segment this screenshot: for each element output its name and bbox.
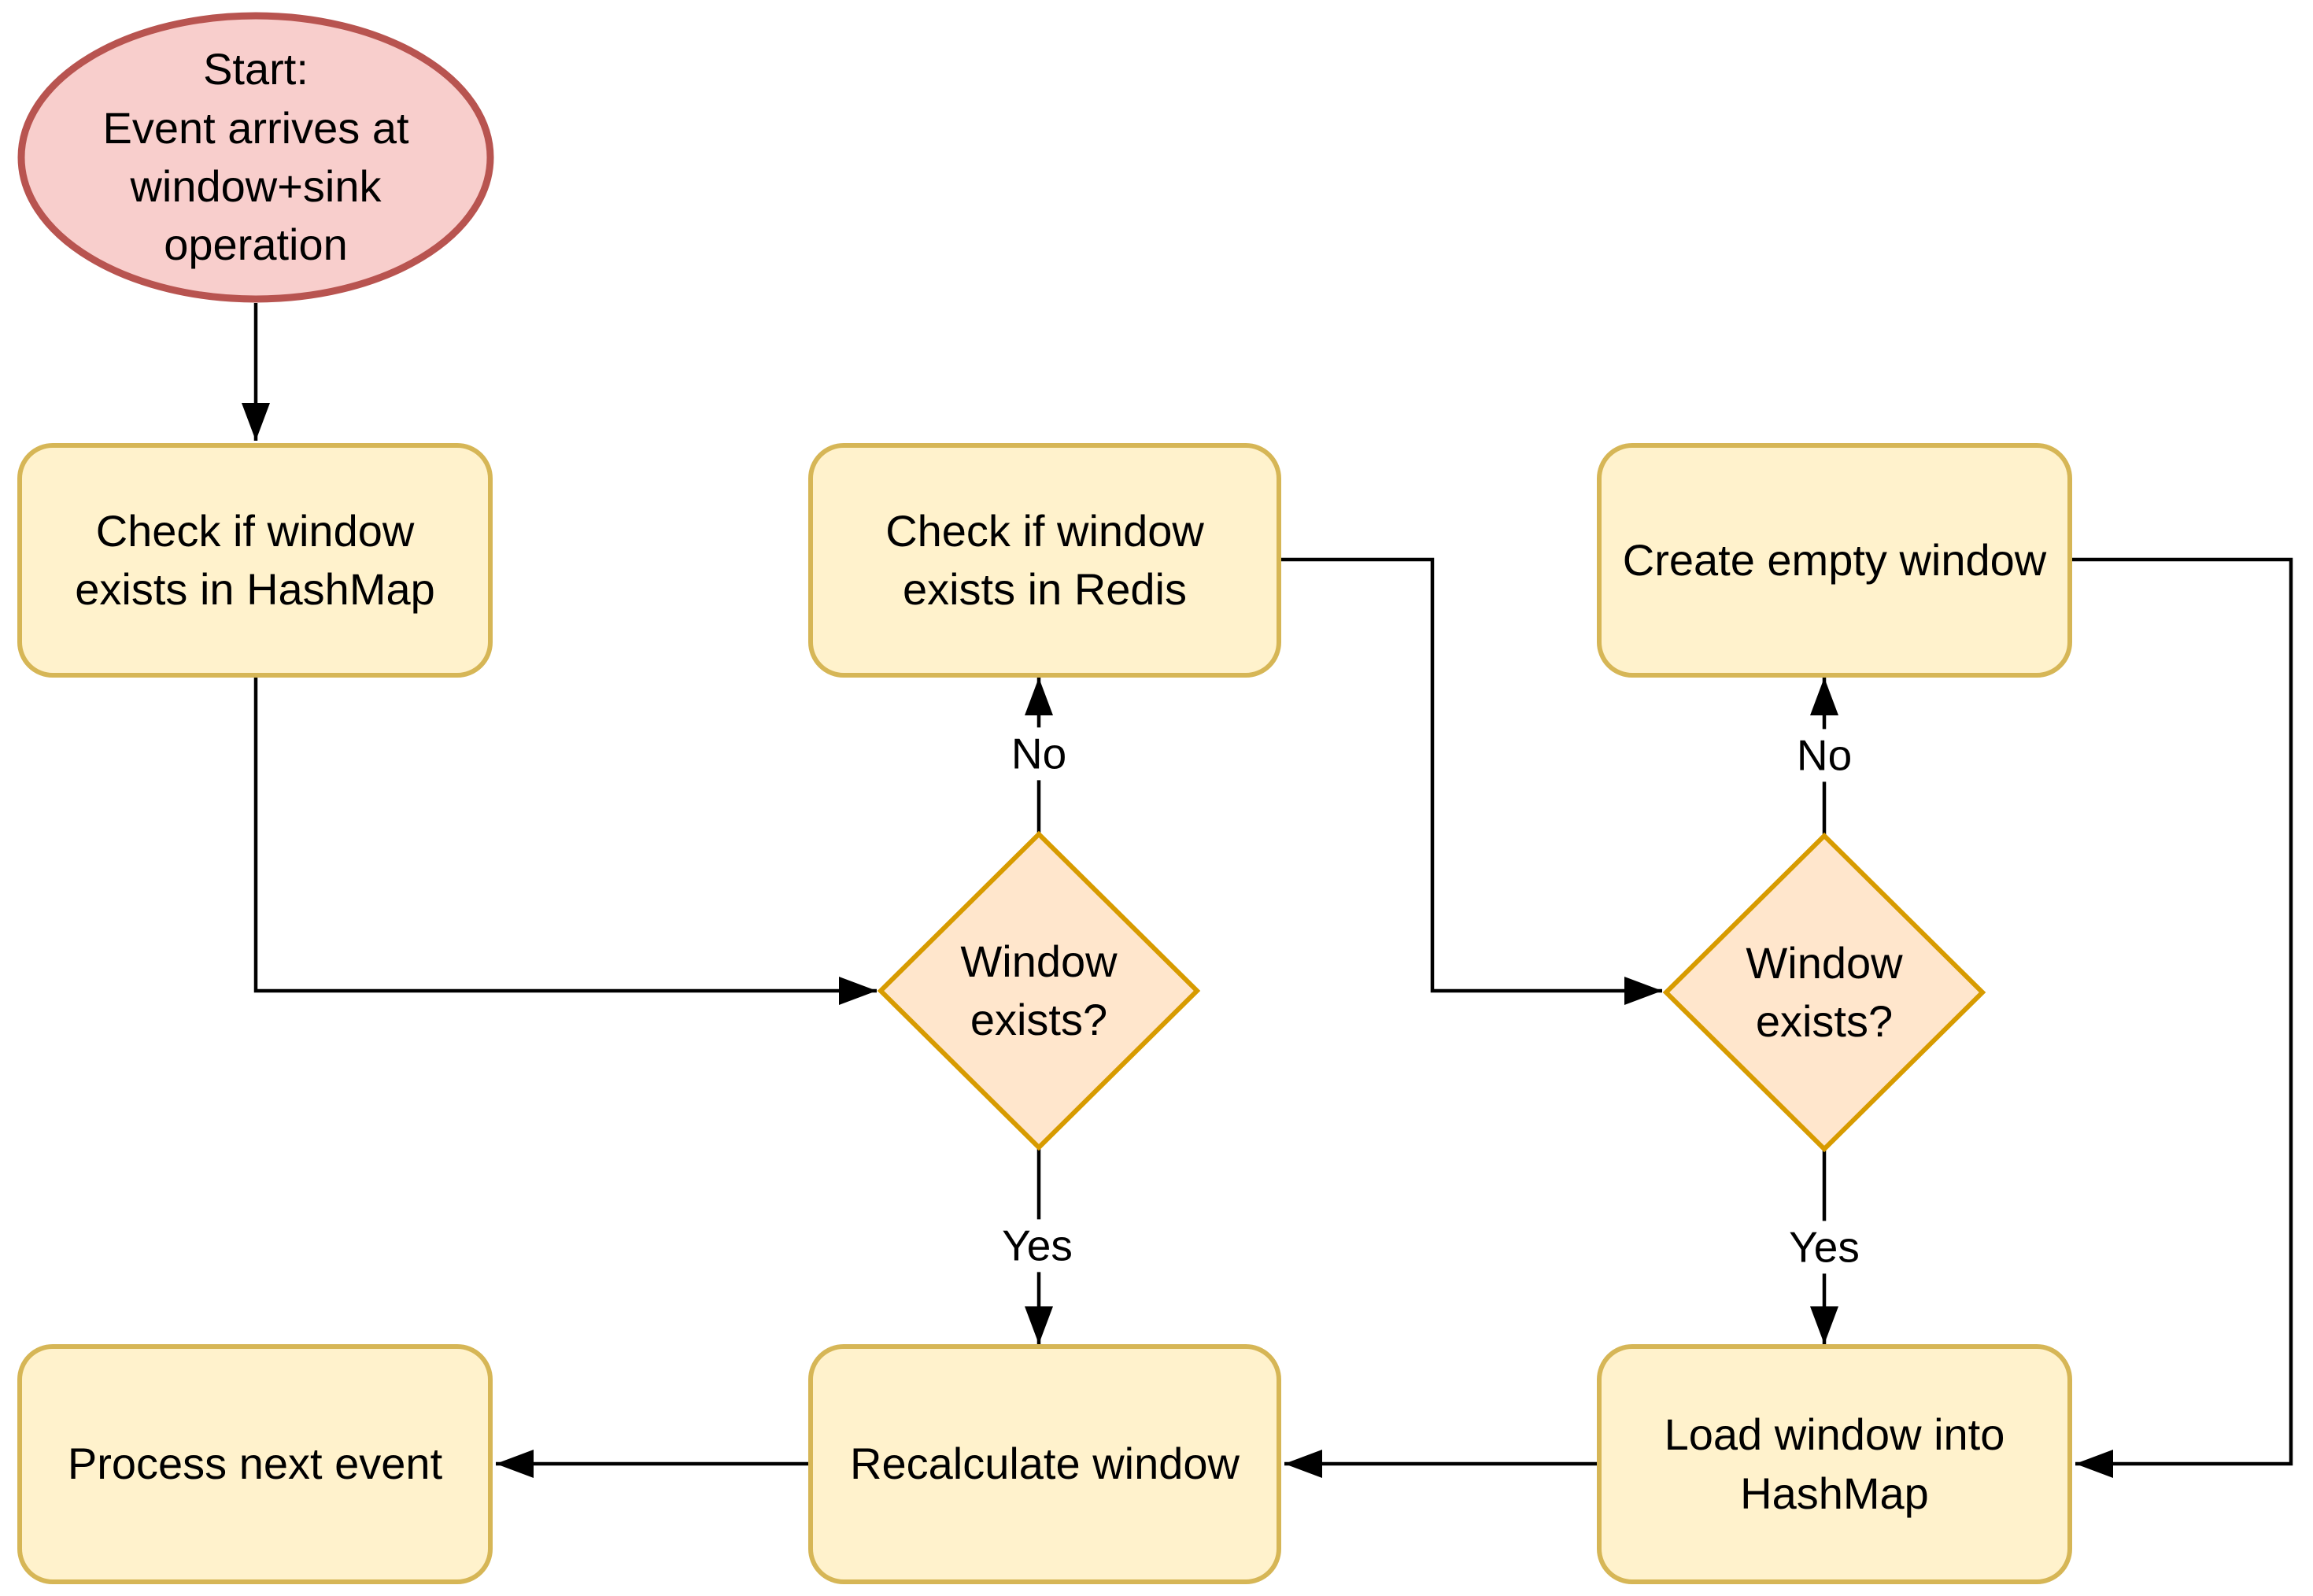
edge-label-no-1: No [1001, 727, 1077, 781]
decision1-diamond [877, 830, 1201, 1151]
create-empty-box [1597, 443, 2072, 678]
edge-check-hashmap-to-decision1 [253, 675, 877, 1005]
edge-create-empty-to-load-hashmap [2070, 557, 2293, 1478]
check-hashmap-box [17, 443, 493, 678]
decision2-label: Window exists? [1746, 937, 1903, 1046]
start-ellipse [17, 12, 494, 303]
process-next-box [17, 1344, 493, 1584]
process-next-label: Process next event [67, 1439, 443, 1489]
recalculate-box [808, 1344, 1281, 1584]
edge-label-yes-2: Yes [1779, 1221, 1869, 1274]
edge-label-no-2: No [1786, 729, 1862, 782]
check-hashmap-label: Check if window exists in HashMap [75, 505, 435, 614]
decision2-diamond [1662, 832, 1986, 1153]
check-redis-label: Check if window exists in Redis [885, 505, 1204, 614]
recalculate-label: Recalculate window [850, 1439, 1240, 1489]
decision1-label: Window exists? [960, 936, 1118, 1044]
load-hashmap-box [1597, 1344, 2072, 1584]
start-ellipse-label: Start: Event arrives at window+sink oper… [102, 44, 409, 270]
load-hashmap-label: Load window into HashMap [1664, 1409, 2005, 1518]
edge-check-redis-to-decision2 [1279, 557, 1662, 1005]
create-empty-label: Create empty window [1622, 534, 2047, 585]
check-redis-box [808, 443, 1281, 678]
edge-label-yes-1: Yes [992, 1219, 1082, 1273]
